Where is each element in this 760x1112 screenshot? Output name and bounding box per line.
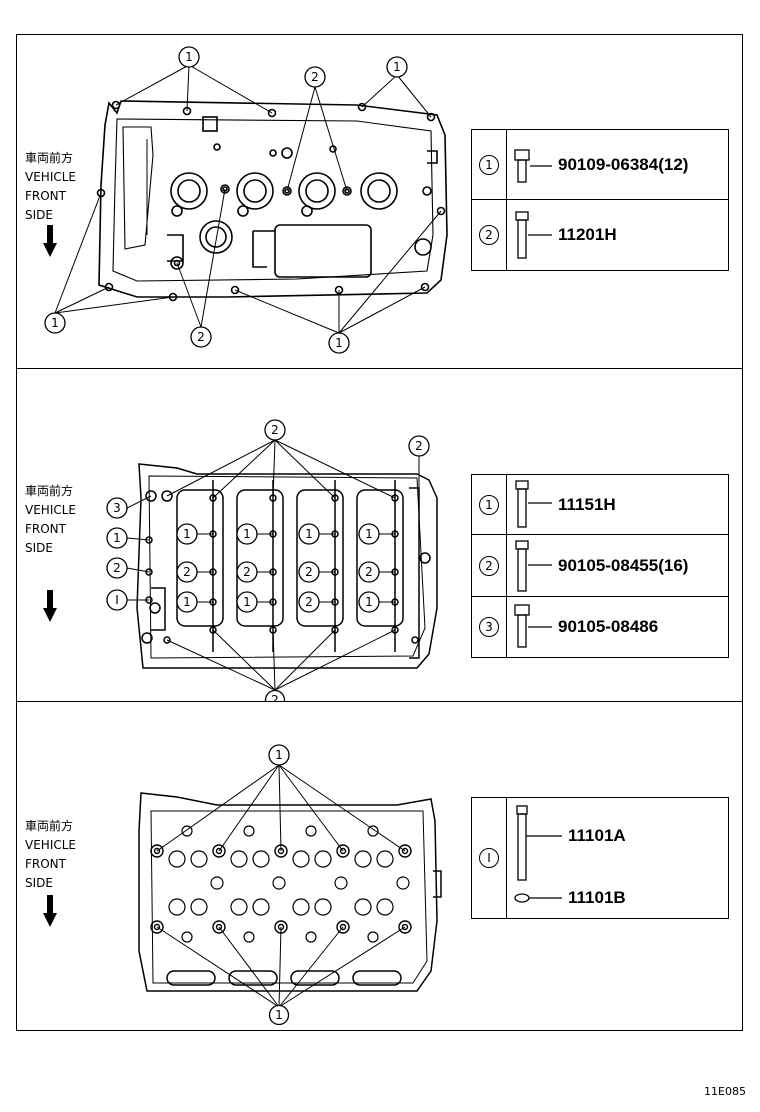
callout: I xyxy=(115,593,119,607)
down-arrow-icon xyxy=(43,225,57,257)
callout: 1 xyxy=(365,527,373,541)
cylinder-head-drawing: 1 1 xyxy=(138,744,442,1026)
parts-row: I 11101A 11101B xyxy=(472,798,728,918)
vehicle-front-label: 車両前方 VEHICLE FRONT SIDE xyxy=(25,149,76,225)
short-bolt-icon xyxy=(514,149,552,183)
label-front: FRONT xyxy=(25,522,66,536)
label-side: SIDE xyxy=(25,208,53,222)
callout: 1 xyxy=(243,527,251,541)
item-number: 2 xyxy=(479,555,499,576)
panel-cylinder-head: 車両前方 VEHICLE FRONT SIDE xyxy=(17,701,742,1030)
vehicle-front-label: 車両前方 VEHICLE FRONT SIDE xyxy=(25,482,76,558)
callout: 2 xyxy=(305,595,313,609)
label-side: SIDE xyxy=(25,541,53,555)
part-number: 90109-06384(12) xyxy=(558,154,689,174)
label-vehicle: VEHICLE xyxy=(25,503,76,517)
item-number: 1 xyxy=(479,154,499,175)
label-jp: 車両前方 xyxy=(25,484,74,498)
long-bolt-icon xyxy=(515,211,552,259)
parts-table-3: I 11101A 11101B xyxy=(471,797,729,919)
label-jp: 車両前方 xyxy=(25,151,74,165)
parts-row: 2 11201H xyxy=(472,200,728,270)
panel-cam-housing: 車両前方 VEHICLE FRONT SIDE xyxy=(17,35,742,369)
parts-row: 1 90109-06384(12) xyxy=(472,130,728,200)
diagram-frame: 車両前方 VEHICLE FRONT SIDE xyxy=(16,34,743,1031)
callout: 1 xyxy=(183,595,191,609)
bearing-cap-drawing: 2 2 3 1 2 I 1 2 1 1 2 1 1 2 2 1 2 1 2 xyxy=(106,419,438,701)
callout: 2 xyxy=(365,565,373,579)
label-front: FRONT xyxy=(25,857,66,871)
down-arrow-icon xyxy=(43,590,57,622)
vehicle-front-label: 車両前方 VEHICLE FRONT SIDE xyxy=(25,817,76,893)
parts-row: 2 90105-08455(16) xyxy=(472,535,728,597)
cam-housing-drawing: 1 2 1 1 2 1 xyxy=(44,46,448,354)
label-jp: 車両前方 xyxy=(25,819,74,833)
part-number: 11201H xyxy=(558,225,617,244)
callout: 2 xyxy=(113,561,121,575)
long-bolt-icon xyxy=(515,540,552,592)
callout: 2 xyxy=(311,70,319,84)
head-bolt-washer-icon xyxy=(514,805,562,903)
item-number: 1 xyxy=(479,494,499,515)
callout: 1 xyxy=(243,595,251,609)
callout: 2 xyxy=(183,565,191,579)
callout: 1 xyxy=(393,60,401,74)
long-bolt-icon xyxy=(515,480,552,528)
part-number: 90105-08486 xyxy=(558,617,659,636)
callout: 1 xyxy=(365,595,373,609)
callout: 2 xyxy=(305,565,313,579)
callout: 2 xyxy=(243,565,251,579)
callout: 3 xyxy=(113,501,121,515)
part-number-bolt: 11101A xyxy=(568,826,626,845)
item-number: 2 xyxy=(479,225,499,245)
part-number: 90105-08455(16) xyxy=(558,555,689,575)
callout: 1 xyxy=(275,748,283,762)
callout: 2 xyxy=(197,330,205,344)
item-number: I xyxy=(479,848,499,868)
callout: 1 xyxy=(335,336,343,350)
callout: 2 xyxy=(415,439,423,453)
callout: 1 xyxy=(113,531,121,545)
callout: 2 xyxy=(271,693,279,701)
figure-code: 11E085 xyxy=(704,1085,746,1098)
parts-table-2: 1 11151H 2 90105-08455(16) 3 90105-08486 xyxy=(471,474,729,658)
label-vehicle: VEHICLE xyxy=(25,170,76,184)
label-side: SIDE xyxy=(25,876,53,890)
callout: 1 xyxy=(275,1008,283,1022)
part-number-washer: 11101B xyxy=(568,888,626,907)
callout: 1 xyxy=(183,527,191,541)
parts-table-1: 1 90109-06384(12) 2 11201H xyxy=(471,129,729,271)
item-number: 3 xyxy=(479,617,499,637)
parts-row: 1 11151H xyxy=(472,475,728,535)
label-vehicle: VEHICLE xyxy=(25,838,76,852)
callout: 1 xyxy=(305,527,313,541)
callout: 2 xyxy=(271,423,279,437)
callout: 1 xyxy=(185,50,193,64)
parts-row: 3 90105-08486 xyxy=(472,597,728,657)
label-front: FRONT xyxy=(25,189,66,203)
down-arrow-icon xyxy=(43,895,57,927)
part-number: 11151H xyxy=(558,494,616,514)
flange-bolt-icon xyxy=(514,604,552,648)
callout: 1 xyxy=(51,316,59,330)
panel-bearing-caps: 車両前方 VEHICLE FRONT SIDE xyxy=(17,368,742,702)
